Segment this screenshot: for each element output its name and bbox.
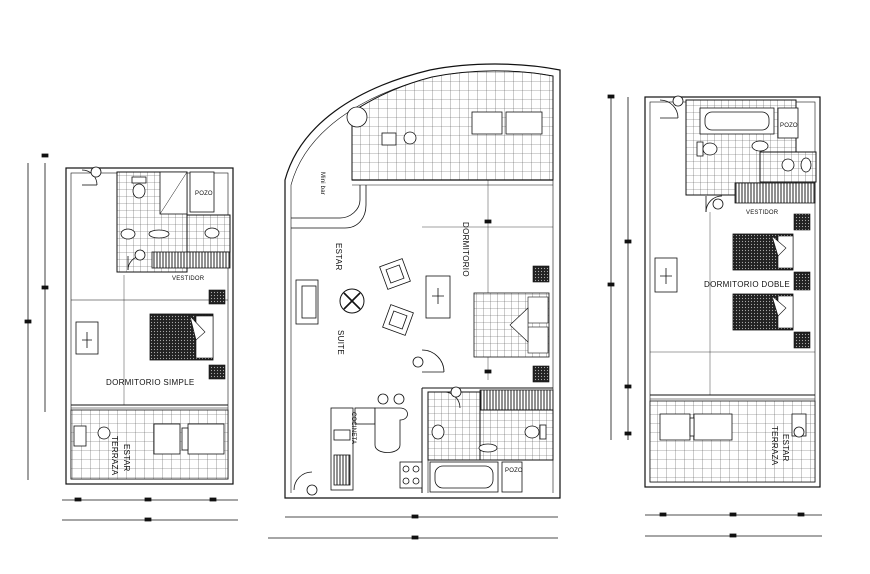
pozo-suite — [501, 461, 523, 493]
lounge-chair-icon — [381, 111, 543, 146]
door-swing-icon — [293, 349, 462, 496]
pozo-label-suite: POZO — [505, 468, 523, 474]
minibar-label: Mini bar — [319, 172, 325, 195]
unit-dormitorio-doble: POZO VESTIDOR — [607, 94, 822, 538]
tv-icon — [425, 275, 451, 319]
wardrobe-rack-doble — [734, 182, 816, 204]
pozo-label-doble: POZO — [780, 123, 798, 129]
sofa-icon — [295, 279, 319, 325]
nightstand-icon — [208, 289, 226, 305]
dormitorio-doble-label: DORMITORIO DOBLE — [704, 280, 790, 289]
nightstand-icon — [532, 365, 550, 383]
minibar-counter — [291, 185, 361, 219]
sink-icon — [431, 424, 498, 453]
bed-icon — [732, 293, 794, 331]
bathtub-icon — [429, 461, 499, 493]
round-table-icon — [339, 288, 365, 314]
dormitorio-simple-label: DORMITORIO SIMPLE — [106, 378, 195, 387]
armchair-icon — [379, 258, 414, 336]
lounge-chair-icon — [73, 423, 225, 455]
cocineta-label: COCINETA — [350, 412, 356, 444]
vestidor-label-doble: VESTIDOR — [746, 210, 779, 216]
lounge-chair-icon — [659, 413, 807, 441]
kitchenette — [330, 393, 423, 491]
toilet-icon — [131, 176, 147, 199]
sink-icon — [751, 140, 812, 173]
nightstand-icon — [793, 331, 811, 349]
vestidor-label-simple: VESTIDOR — [172, 276, 205, 282]
unit-suite: Mini bar ESTAR SUITE DORMITORIO — [268, 63, 561, 540]
sink-icon — [120, 227, 220, 240]
dormitorio-label-suite: DORMITORIO — [461, 222, 470, 277]
column-icon — [346, 106, 368, 128]
bed-icon — [473, 292, 550, 358]
wardrobe-rack-suite — [479, 389, 554, 411]
nightstand-icon — [208, 364, 226, 380]
terraza-label-simple: TERRAZA — [110, 436, 119, 476]
bathtub-icon — [699, 107, 775, 135]
terraza-label-doble: TERRAZA — [770, 426, 779, 466]
dimension-lines-left — [24, 153, 238, 522]
door-swing-icon — [659, 95, 724, 213]
dimension-lines-right — [607, 94, 822, 538]
balcony-floor-suite — [351, 70, 554, 181]
suite-label: SUITE — [336, 330, 345, 355]
unit-dormitorio-simple: POZO VESTIDOR — [24, 153, 238, 522]
tv-icon — [75, 321, 99, 355]
estar-label-doble: ESTAR — [781, 434, 790, 462]
pozo-label-simple: POZO — [195, 191, 213, 197]
bed-icon — [732, 233, 794, 271]
nightstand-icon — [793, 271, 811, 291]
pozo-doble — [777, 107, 799, 139]
estar-label-simple: ESTAR — [122, 444, 131, 472]
toilet-icon — [524, 424, 547, 440]
pozo-simple — [189, 171, 215, 213]
nightstand-icon — [532, 265, 550, 283]
nightstand-icon — [793, 213, 811, 231]
toilet-icon — [696, 141, 718, 157]
tv-icon — [654, 257, 678, 293]
estar-label-suite: ESTAR — [334, 243, 343, 271]
bed-icon — [149, 313, 214, 361]
door-swing-icon — [81, 166, 146, 271]
wardrobe-rack-simple — [151, 251, 231, 269]
